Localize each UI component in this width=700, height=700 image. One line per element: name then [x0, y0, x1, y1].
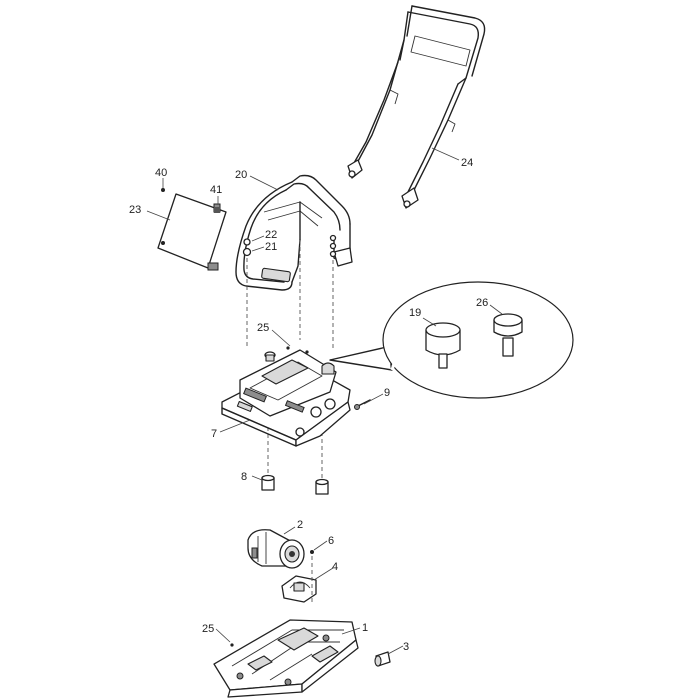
callout-3: 3	[403, 641, 409, 653]
callout-1: 1	[362, 622, 368, 634]
callout-20: 20	[235, 169, 247, 181]
handle-part-24[interactable]	[347, 5, 486, 209]
screws-part-25-upper[interactable]	[286, 346, 309, 354]
callout-24: 24	[461, 157, 473, 169]
lift-frame-part-20[interactable]	[235, 174, 353, 291]
top-plate-part-7[interactable]	[221, 349, 351, 447]
callout-22: 22	[265, 229, 277, 241]
callout-8: 8	[241, 471, 247, 483]
callout-25-upper: 25	[257, 322, 269, 334]
exciter-part-2[interactable]	[247, 529, 305, 569]
callout-23: 23	[129, 204, 141, 216]
callout-2: 2	[297, 519, 303, 531]
callout-26: 26	[476, 297, 488, 309]
buffer-part-19[interactable]	[425, 322, 461, 369]
nut-part-41[interactable]	[214, 207, 220, 213]
callout-41: 41	[210, 184, 222, 196]
buffer-part-26[interactable]	[493, 313, 523, 357]
screw-part-6[interactable]	[310, 550, 314, 554]
callout-25-lower: 25	[202, 623, 214, 635]
plug-part-3[interactable]	[374, 651, 391, 667]
bolt-part-9[interactable]	[354, 399, 371, 410]
callout-21: 21	[265, 241, 277, 253]
callout-7: 7	[211, 428, 217, 440]
bracket-part-4[interactable]	[281, 575, 317, 603]
callout-4: 4	[332, 561, 338, 573]
mounts-part-8[interactable]	[261, 474, 329, 495]
callout-6: 6	[328, 535, 334, 547]
callout-labels: 40 41 23 20 22 21 24 19 26 25 9 7 8 2 6 …	[129, 157, 488, 653]
cover-panel-part-23[interactable]	[157, 193, 227, 271]
detail-bubble	[329, 281, 574, 399]
callout-19: 19	[409, 307, 421, 319]
callout-40: 40	[155, 167, 167, 179]
callout-9: 9	[384, 387, 390, 399]
hardware-part-21-22[interactable]	[242, 234, 337, 258]
screw-part-25-lower[interactable]	[230, 643, 234, 647]
base-plate-part-1[interactable]	[213, 619, 359, 698]
leader-lines	[146, 147, 503, 655]
screw-part-40[interactable]	[161, 188, 165, 192]
